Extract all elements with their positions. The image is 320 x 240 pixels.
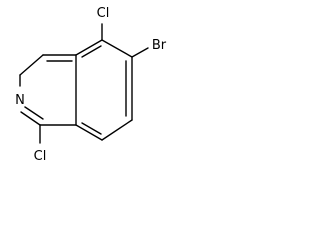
bond-c3-c4 xyxy=(19,54,44,76)
bond-c4a-c5 xyxy=(75,39,103,56)
bond-c6-br xyxy=(131,47,149,58)
bond-n2-c1-inner xyxy=(24,106,44,120)
bond-c5-c6 xyxy=(101,39,133,58)
bond-c4a-c5-inner xyxy=(81,45,102,58)
bond-c8-c8a xyxy=(75,124,103,141)
bond-c7-c8 xyxy=(101,119,133,141)
atom-label-chlorine-top: Cl xyxy=(97,6,110,21)
atom-label-chlorine-bottom: Cl xyxy=(34,149,47,164)
atom-label-bromine: Br xyxy=(152,38,167,53)
bond-n2-c1 xyxy=(20,111,41,126)
atom-label-nitrogen: N xyxy=(15,93,25,108)
bond-c8-c8a-inner xyxy=(81,122,102,135)
chemical-structure: N Cl Br Cl xyxy=(15,6,167,164)
